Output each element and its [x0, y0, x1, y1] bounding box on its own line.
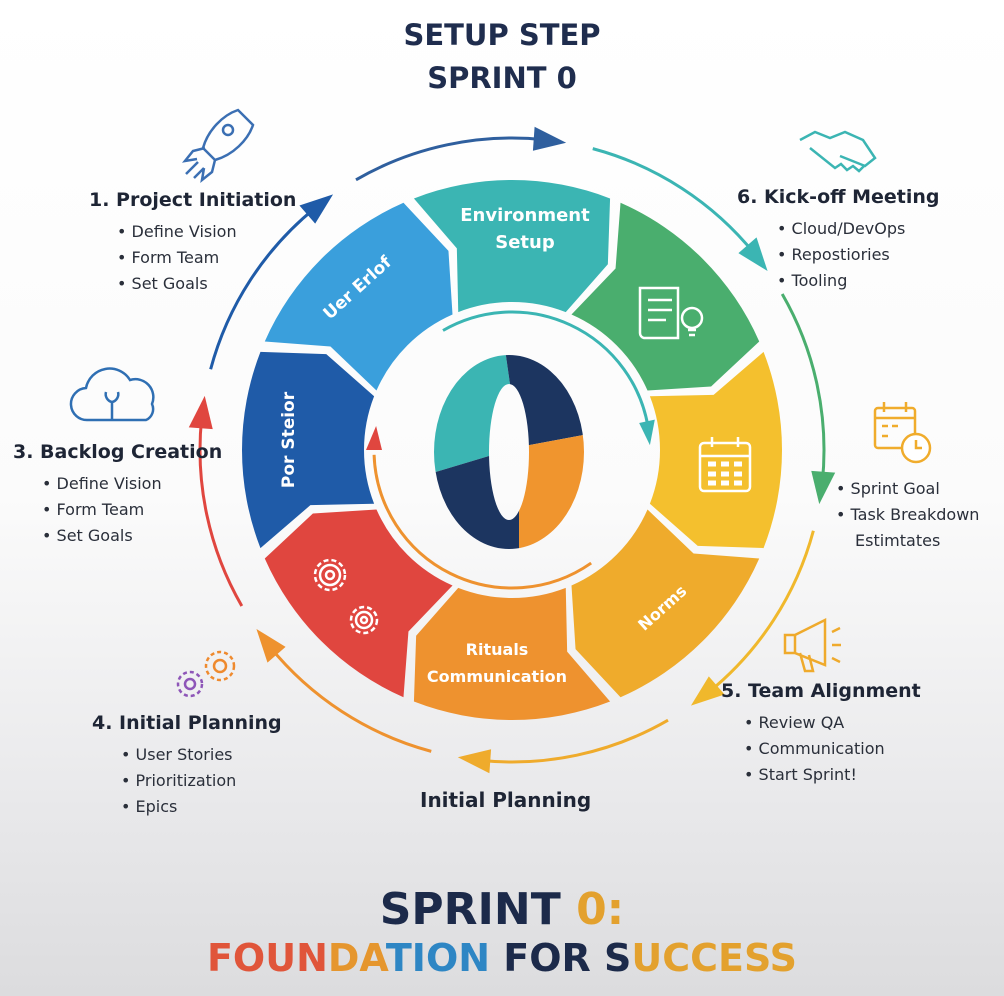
- arrow-head-icon: [366, 426, 382, 450]
- header-line1: SETUP STEP: [403, 18, 601, 52]
- step-bullet: Form Team: [42, 497, 222, 523]
- step-backlog-creation: 3. Backlog Creation Define Vision Form T…: [13, 441, 222, 549]
- footer-title-sprint: SPRINT: [379, 884, 577, 935]
- step-bullet: Repostiories: [777, 242, 940, 268]
- step-team-alignment: 5. Team Alignment Review QA Communicatio…: [721, 680, 921, 788]
- zero-fill: [434, 355, 584, 549]
- step-bullet: Cloud/DevOps: [777, 216, 940, 242]
- zero-quadrant-orange: [519, 432, 584, 549]
- outer-arc: [479, 718, 669, 764]
- arrow-head-icon: [299, 194, 334, 224]
- inner-arrows: [366, 310, 655, 590]
- step-bullet: Communication: [744, 736, 921, 762]
- rocket-icon: [181, 108, 255, 184]
- zero-quadrant-navy-top: [504, 355, 584, 447]
- wheel-segment-uer-erlof: [264, 202, 453, 391]
- step-bullet: Review QA: [744, 710, 921, 736]
- footer-subtitle-part: UCCESS: [631, 936, 798, 980]
- segment-label-por-steior: Por Steior: [279, 391, 299, 488]
- segment-label-communication: Communication: [427, 667, 567, 686]
- arrow-head-icon: [811, 470, 836, 505]
- wheel-segment-calendar: [649, 351, 782, 549]
- segment-label-environment: Environment: [460, 205, 590, 226]
- step-bullet: Task Breakdown: [836, 502, 980, 528]
- step-bullet: Prioritization: [121, 768, 282, 794]
- outer-arc: [355, 136, 545, 182]
- gears-small-icon: [176, 650, 236, 698]
- step-bullet: User Stories: [121, 742, 282, 768]
- step-bullet-continued: Estimtates: [855, 531, 941, 550]
- calendar-clock-icon: [873, 402, 932, 464]
- segment-label-setup: Setup: [495, 232, 555, 253]
- footer-subtitle-part: FOR S: [503, 936, 632, 980]
- header-line2: SPRINT 0: [427, 61, 577, 95]
- step-bullet: Set Goals: [117, 271, 296, 297]
- megaphone-icon: [783, 617, 841, 673]
- cloud-wrench-icon: [69, 367, 155, 422]
- zero-quadrant-navy-bottom: [434, 447, 519, 549]
- arrow-head-icon: [256, 628, 286, 663]
- footer-title: SPRINT 0:: [0, 884, 1004, 935]
- arrow-head-icon: [457, 749, 492, 774]
- inner-arc-teal: [442, 310, 650, 427]
- step-kickoff-meeting: 6. Kick-off Meeting Cloud/DevOps Reposti…: [737, 186, 940, 294]
- wheel-segment-environment-setup: [413, 180, 611, 313]
- center-zero-logo: [434, 355, 584, 549]
- step-title: 4. Initial Planning: [92, 712, 282, 734]
- wheel-segment-gears: [264, 509, 453, 698]
- footer-title-zero: 0:: [576, 884, 625, 935]
- zero-quadrant-teal: [434, 355, 519, 477]
- step-bullet: Form Team: [117, 245, 296, 271]
- arrow-head-icon: [738, 237, 768, 272]
- wheel-segment-rituals-communication: [413, 587, 611, 720]
- step-bullet: Epics: [121, 794, 282, 820]
- footer-subtitle-part: DA: [327, 936, 386, 980]
- step-bullet: Tooling: [777, 268, 940, 294]
- segment-label-rituals: Rituals: [466, 640, 529, 659]
- handshake-icon: [799, 130, 877, 173]
- wheel-segment-norms: [571, 509, 760, 698]
- footer-subtitle-part: FOUN: [206, 936, 328, 980]
- wheel-segments: [242, 180, 782, 720]
- step-title: 3. Backlog Creation: [13, 441, 223, 463]
- step-bullet: Start Sprint!: [744, 762, 921, 788]
- outer-arc: [707, 530, 815, 694]
- bottom-step-label: Initial Planning: [420, 788, 592, 812]
- arrow-head-icon: [690, 676, 725, 706]
- step-bullet: Define Vision: [117, 219, 296, 245]
- step-project-initiation: 1. Project Initiation Define Vision Form…: [89, 189, 296, 297]
- gears-icon: [313, 558, 379, 635]
- footer-subtitle: FOUNDATION FOR SUCCESS: [0, 936, 1004, 980]
- footer-subtitle-part: TION: [385, 936, 504, 980]
- step-sprint-goal: Sprint Goal Task Breakdown Estimtates: [836, 476, 980, 554]
- arrow-head-icon: [188, 395, 213, 430]
- step-bullet: Sprint Goal: [836, 476, 979, 502]
- outer-arc: [780, 293, 826, 483]
- outer-arc: [592, 147, 756, 255]
- step-title: 6. Kick-off Meeting: [737, 186, 940, 208]
- step-title: 1. Project Initiation: [89, 189, 297, 211]
- wheel-segment-documentation: [571, 202, 760, 391]
- step-bullet: Define Vision: [42, 471, 222, 497]
- arrow-head-icon: [532, 126, 567, 151]
- step-bullet: Set Goals: [42, 523, 222, 549]
- wheel-segment-por-steior: [242, 351, 375, 549]
- arrow-head-icon: [639, 419, 655, 446]
- outer-arc: [268, 645, 432, 753]
- inner-arc-orange: [372, 454, 593, 590]
- scroll-lightbulb-icon: [638, 286, 704, 340]
- step-initial-planning: 4. Initial Planning User Stories Priorit…: [92, 712, 282, 820]
- step-title: 5. Team Alignment: [721, 680, 921, 702]
- calendar-icon: [698, 437, 752, 493]
